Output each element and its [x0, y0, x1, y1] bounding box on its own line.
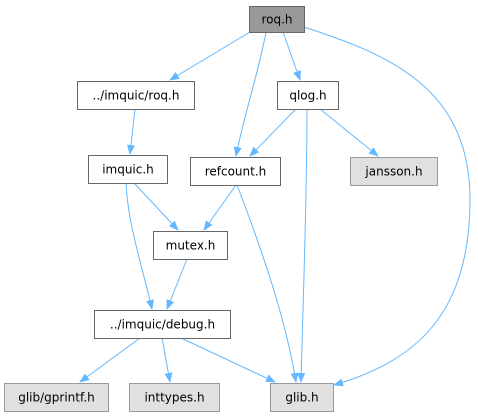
edges-layer [79, 26, 471, 387]
edge-roq-to-qlog [282, 31, 301, 81]
edge-roq-to-imquic_roq [169, 31, 251, 81]
node-box [270, 383, 334, 412]
node-qlog[interactable]: qlog.h [277, 81, 339, 110]
edge-refcount-to-mutex [203, 184, 237, 231]
edge-arrow [203, 184, 237, 231]
node-label: qlog.h [289, 89, 326, 103]
node-inttypes: inttypes.h [129, 383, 220, 412]
node-label: refcount.h [205, 165, 267, 179]
edge-arrow [127, 108, 136, 155]
node-label: roq.h [261, 13, 292, 27]
node-label: glib.h [285, 391, 318, 405]
edge-debug-to-gprintf [79, 337, 141, 383]
node-box [153, 231, 228, 260]
node-box [190, 157, 281, 186]
node-refcount[interactable]: refcount.h [190, 157, 281, 186]
edge-arrow [233, 31, 267, 157]
edge-roq-to-refcount [233, 31, 267, 157]
edge-arrow [133, 182, 179, 231]
node-mutex[interactable]: mutex.h [153, 231, 228, 260]
edge-arrow [161, 337, 173, 383]
edge-imquic-to-mutex [133, 182, 179, 231]
node-jansson: jansson.h [350, 157, 438, 186]
edge-imquic-to-debug [125, 182, 154, 310]
node-debug[interactable]: ../imquic/debug.h [94, 310, 231, 339]
node-label: imquic.h [102, 163, 154, 177]
edge-roq-to-glib [303, 26, 471, 387]
edge-qlog-to-glib [297, 108, 308, 383]
node-glib: glib.h [270, 383, 334, 412]
edge-mutex-to-debug [166, 258, 188, 310]
node-gprintf: glib/gprintf.h [4, 383, 109, 412]
edge-arrow [303, 26, 471, 387]
node-box [94, 310, 231, 339]
edge-qlog-to-jansson [319, 108, 379, 157]
node-box [350, 157, 438, 186]
edge-arrow [249, 108, 297, 157]
node-box [77, 81, 195, 110]
edge-imquic_roq-to-imquic [127, 108, 136, 155]
node-imquic_roq[interactable]: ../imquic/roq.h [77, 81, 195, 110]
edge-arrow [180, 337, 276, 383]
edge-debug-to-inttypes [161, 337, 173, 383]
node-box [4, 383, 109, 412]
edge-arrow [79, 337, 141, 383]
edge-arrow [169, 31, 251, 81]
node-box [249, 6, 305, 33]
edge-refcount-to-glib [236, 184, 299, 383]
edge-arrow [166, 258, 188, 310]
node-label: glib/gprintf.h [18, 391, 95, 405]
node-box [277, 81, 339, 110]
edge-arrow [319, 108, 379, 157]
node-label: ../imquic/roq.h [93, 89, 180, 103]
node-box [129, 383, 220, 412]
edge-qlog-to-refcount [249, 108, 297, 157]
node-label: ../imquic/debug.h [110, 318, 215, 332]
edge-arrow [125, 182, 154, 310]
node-box [88, 155, 168, 184]
edge-arrow [236, 184, 299, 383]
edge-arrow [282, 31, 301, 81]
edge-debug-to-glib [180, 337, 276, 383]
node-roq[interactable]: roq.h [249, 6, 305, 33]
node-label: mutex.h [166, 239, 216, 253]
node-label: inttypes.h [144, 391, 204, 405]
nodes-layer: roq.h ../imquic/roq.h qlog.h imquic.h refcou… [4, 6, 438, 412]
node-imquic[interactable]: imquic.h [88, 155, 168, 184]
node-label: jansson.h [364, 165, 422, 179]
edge-arrow [297, 108, 308, 383]
